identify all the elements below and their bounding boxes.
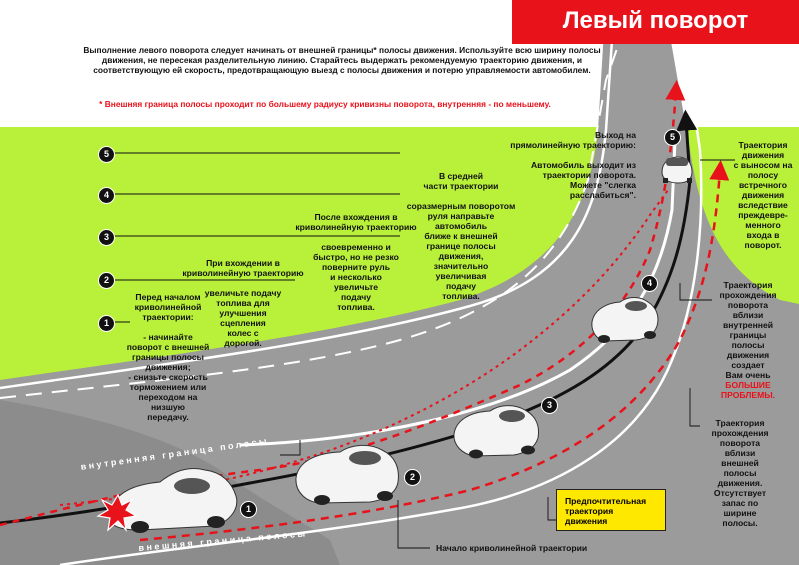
outer-edge-line [59,5,703,565]
step-5-text: Выход на прямолинейную траекторию: Автом… [510,130,636,200]
outer-trajectory [139,160,730,542]
preferred-trajectory-label: Предпочтительная траектория движения [565,496,647,526]
inner-annotation-warning: БОЛЬШИЕ ПРОБЛЕМЫ. [720,380,776,400]
road-badge-3: 3 [541,397,558,414]
curve-start-label: Начало криволинейной траектории [436,543,588,553]
oncoming-annotation: Траектория движения с выносом на полосу … [733,140,793,250]
step-4-text: В средней части траектории соразмерным п… [406,171,516,301]
road-badge-2: 2 [404,469,421,486]
lane-divider [0,5,633,399]
intro-text: Выполнение левого поворота следует начин… [83,45,601,75]
road-badge-1: 1 [240,501,257,518]
page-title: Левый поворот [562,7,749,34]
road-badge-4: 4 [641,275,658,292]
step-badge-3: 3 [98,229,115,246]
step-3-text: После вхождения в криволинейную траектор… [295,212,417,312]
inner-edge-line [0,5,626,390]
step-badge-5: 5 [98,146,115,163]
step-badge-2: 2 [98,272,115,289]
step-2-text: При вхождении в криволинейную траекторию… [182,258,304,348]
oncoming-trajectory [0,80,686,527]
preferred-trajectory-legend: Предпочтительная траектория движения [556,489,666,531]
footnote-text: * Внешняя граница полосы проходит по бол… [99,99,551,109]
car-4 [591,297,659,343]
lane-boundary-line [239,139,677,447]
car-1 [109,468,238,533]
car-5 [661,156,693,184]
road-badge-5: 5 [664,129,681,146]
step-1-text: Перед началом криволинейной траектории: … [126,292,210,422]
outer-annotation: Траектория прохождения поворота вблизи в… [711,418,769,528]
inner-annotation: Траектория прохождения поворота вблизи в… [719,280,777,380]
step-badge-4: 4 [98,187,115,204]
car-2 [295,444,399,505]
car-3 [453,405,539,459]
crash-star-icon [96,493,138,532]
leader-lines [106,152,735,549]
step-badge-1: 1 [98,315,115,332]
title-banner: Левый поворот [512,0,799,44]
